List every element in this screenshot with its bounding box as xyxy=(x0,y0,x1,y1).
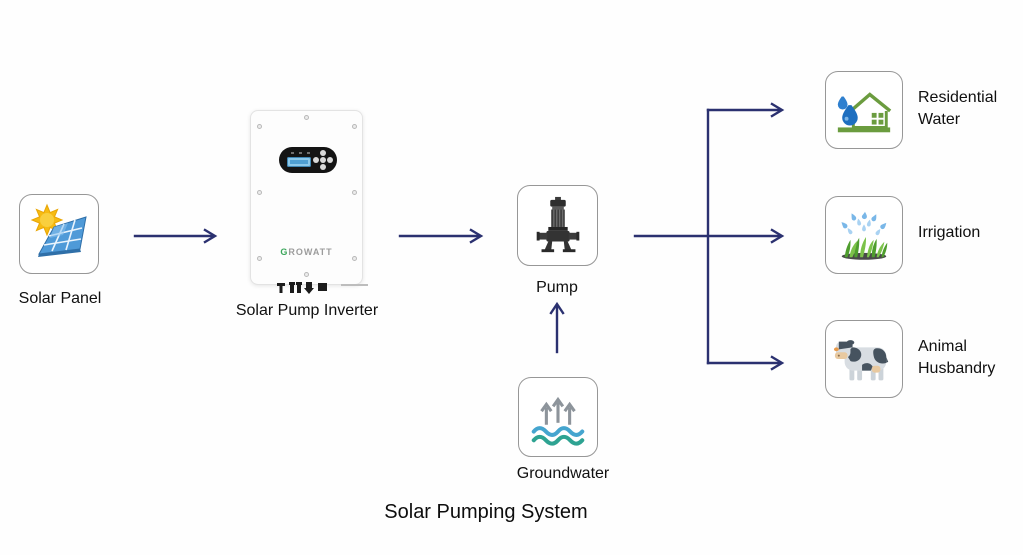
lcd-screen xyxy=(287,157,311,167)
solar-panel-icon xyxy=(30,203,87,257)
animal-husbandry-node xyxy=(825,320,903,398)
irrigation-icon xyxy=(841,211,888,260)
screw-icon xyxy=(304,272,309,277)
arrow-lines xyxy=(133,102,785,371)
led-indicator xyxy=(307,152,310,154)
screw-icon xyxy=(304,115,309,120)
solar-panel-label: Solar Panel xyxy=(18,290,102,307)
animal-husbandry-label: Animal Husbandry xyxy=(918,338,996,377)
cow-icon xyxy=(833,340,889,381)
groundwater-label: Groundwater xyxy=(516,465,610,482)
inverter-label: Solar Pump Inverter xyxy=(235,302,379,319)
screw-icon xyxy=(257,190,262,195)
irrigation-label: Irrigation xyxy=(918,224,981,241)
groundwater-icon xyxy=(531,396,585,446)
dpad-up-button xyxy=(320,150,326,156)
solar-panel-node xyxy=(19,194,99,274)
dpad-left-button xyxy=(313,157,319,163)
screw-icon xyxy=(257,256,262,261)
led-indicator xyxy=(299,152,302,154)
dpad-right-button xyxy=(327,157,333,163)
pump-icon xyxy=(536,196,579,252)
inverter-control-panel xyxy=(279,147,337,173)
cable-connectors-icon xyxy=(277,282,327,294)
screw-icon xyxy=(352,256,357,261)
screw-icon xyxy=(257,124,262,129)
groundwater-node xyxy=(518,377,598,457)
diagram-title: Solar Pumping System xyxy=(384,501,588,523)
pump-label: Pump xyxy=(536,279,578,296)
residential-water-node xyxy=(825,71,903,149)
residential-water-icon xyxy=(837,92,892,133)
pump-node xyxy=(517,185,598,266)
dpad-down-button xyxy=(320,164,326,170)
screw-icon xyxy=(352,124,357,129)
led-indicator xyxy=(291,152,294,154)
inverter-device: GROWATT xyxy=(250,110,368,294)
residential-water-label: Residential Water xyxy=(918,89,998,128)
screw-icon xyxy=(352,190,357,195)
mounting-bracket xyxy=(341,284,368,286)
dpad-ok-button xyxy=(320,157,326,163)
irrigation-node xyxy=(825,196,903,274)
growatt-logo: GROWATT xyxy=(280,247,333,257)
